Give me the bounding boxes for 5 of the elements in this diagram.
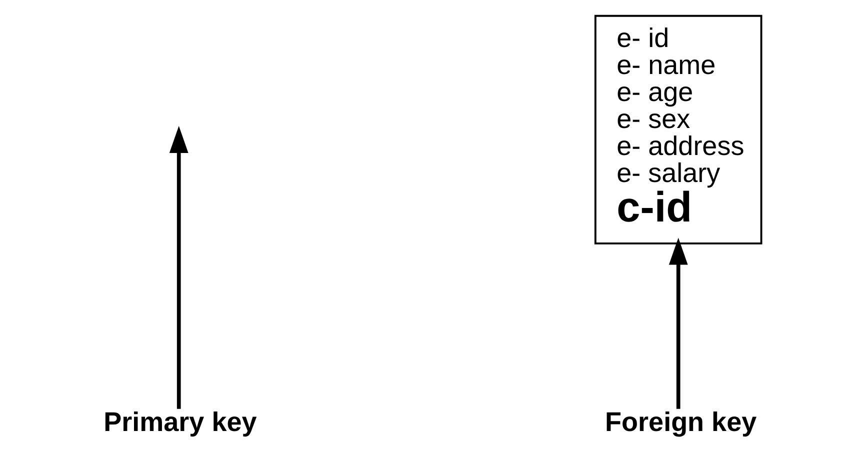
node-box: e- id e- name e- age e- sex e- address e- salary c-id [594,14,762,244]
arrow [168,126,188,409]
arrow [668,238,688,409]
node-text: Primary key [103,406,256,437]
node-text: Foreign key [604,406,756,437]
